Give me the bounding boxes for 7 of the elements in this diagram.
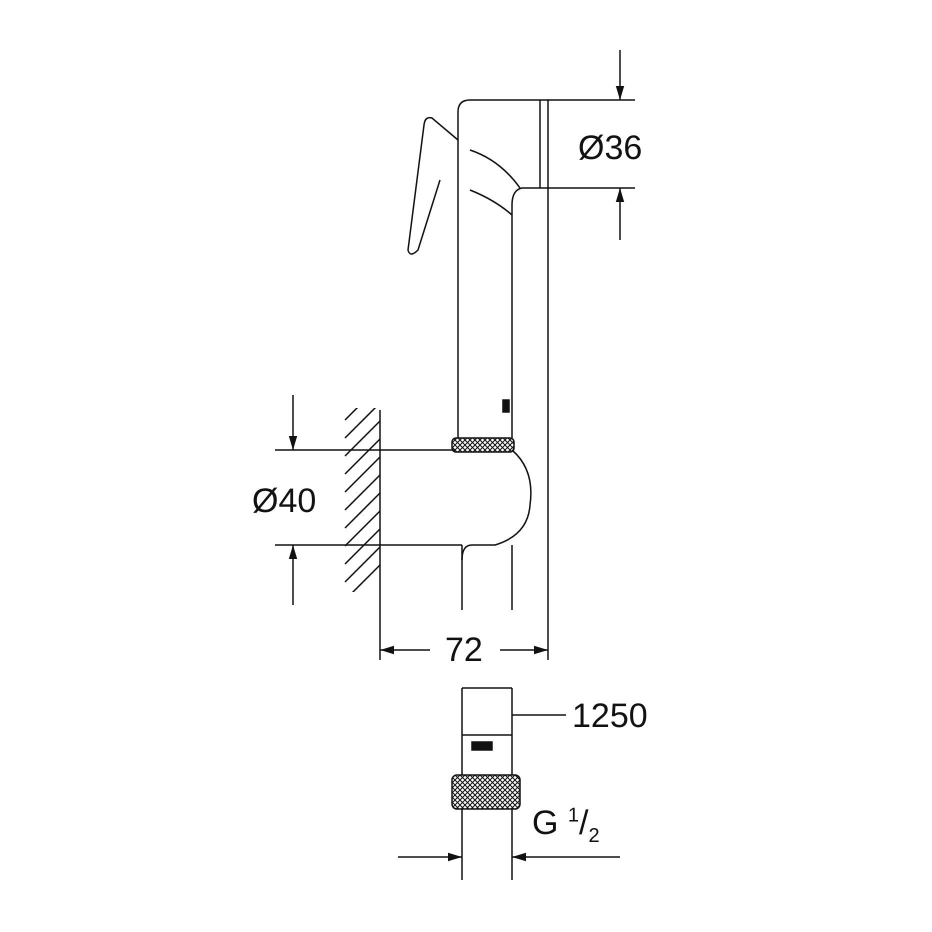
dimension-value: Ø40 xyxy=(252,484,316,518)
hose-drawing xyxy=(451,687,521,881)
thread-size: G $^{1}$/$_{2}$ xyxy=(532,806,600,840)
dimension-value: 72 xyxy=(445,633,483,667)
dimension-value: 1250 xyxy=(572,699,648,733)
leader-line xyxy=(512,714,566,716)
dimension-value: Ø36 xyxy=(578,131,642,165)
